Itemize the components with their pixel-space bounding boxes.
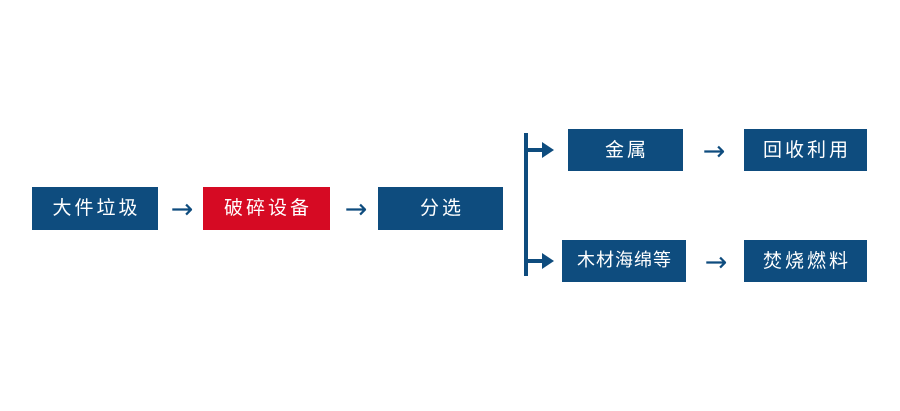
- node-sorting: 分选: [378, 187, 503, 230]
- node-crushing-equipment: 破碎设备: [203, 187, 330, 230]
- branch-trunk-line: [524, 133, 528, 276]
- node-bulky-waste: 大件垃圾: [32, 187, 158, 230]
- node-recycling-reuse: 回收利用: [744, 129, 867, 171]
- node-wood-sponge: 木材海绵等: [562, 240, 686, 282]
- branch-stub-upper: [527, 148, 545, 152]
- branch-stub-lower: [527, 259, 545, 263]
- branch-arrowhead-lower: [542, 253, 554, 269]
- node-metal: 金属: [568, 129, 683, 171]
- arrow-right-icon-crusher-to-sorting: →: [344, 193, 368, 225]
- node-incineration-fuel: 焚烧燃料: [744, 240, 867, 282]
- arrow-right-icon-metal-to-recycle: →: [702, 135, 726, 167]
- arrow-right-icon-wood-to-fuel: →: [704, 246, 728, 278]
- branch-arrowhead-upper: [542, 142, 554, 158]
- arrow-right-icon-input-to-crusher: →: [170, 193, 194, 225]
